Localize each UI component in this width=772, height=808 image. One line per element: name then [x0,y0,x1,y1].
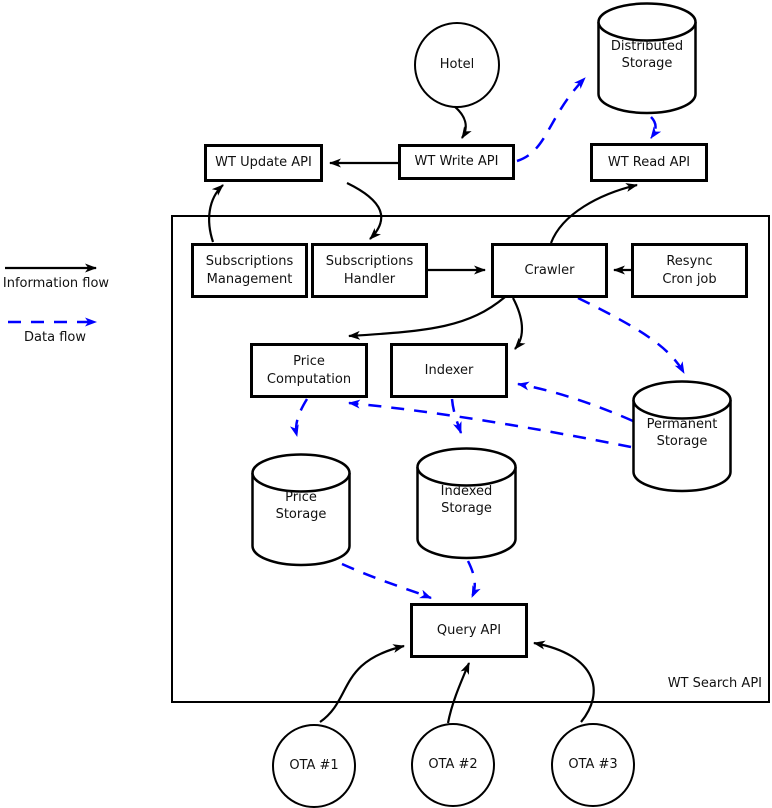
wt-update-api-label: WT Update API [215,155,312,171]
arrow-wt-update-api-to-subscriptions-handler [346,182,383,240]
ota-2-label: OTA #2 [428,757,478,773]
wt-search-api-container: WT Search API [171,215,770,703]
node-wt-write-api: WT Write API [398,144,515,180]
arrow-ota1-to-query-api [319,644,405,723]
node-price-storage: Price Storage [251,453,351,567]
indexed-storage-label: Indexed Storage [440,484,493,517]
price-storage-label: Price Storage [275,490,327,523]
arrow-price-storage-to-query-api [341,562,432,600]
node-wt-update-api: WT Update API [204,144,323,182]
wt-write-api-label: WT Write API [414,154,499,170]
node-wt-read-api: WT Read API [590,143,708,182]
distributed-storage-label: Distributed Storage [610,39,684,72]
arrow-permanent-storage-to-price-computation [348,399,632,449]
arrow-permanent-storage-to-indexer [517,381,634,423]
indexer-label: Indexer [424,362,474,378]
node-query-api: Query API [410,603,528,658]
arrow-indexed-storage-to-query-api [466,560,481,598]
subscriptions-management-label: Subscriptions Management [205,254,294,287]
node-resync-cron-job: Resync Cron job [631,243,748,298]
arrow-distributed-storage-to-wt-read-api [649,116,662,139]
node-subscriptions-management: Subscriptions Management [191,243,308,298]
node-subscriptions-handler: Subscriptions Handler [311,243,428,298]
price-computation-label: Price Computation [266,354,352,387]
wt-read-api-label: WT Read API [607,154,691,170]
ota-1-label: OTA #1 [289,758,339,774]
node-ota-1: OTA #1 [272,724,356,808]
arrow-ota3-to-query-api [533,640,595,723]
cylinder-shape [416,447,517,560]
node-indexer: Indexer [390,343,508,398]
node-permanent-storage: Permanent Storage [632,380,732,493]
container-label: WT Search API [667,676,762,691]
node-hotel: Hotel [414,22,500,108]
arrow-price-computation-to-price-storage [289,398,309,437]
node-distributed-storage: Distributed Storage [597,2,697,115]
ota-3-label: OTA #3 [568,757,618,773]
query-api-label: Query API [436,622,502,638]
legend-data-flow-label: Data flow [24,330,86,345]
cylinder-shape [632,380,732,493]
arrow-hotel-to-wt-write-api [453,105,472,139]
node-crawler: Crawler [491,243,608,298]
cylinder-shape [251,453,351,567]
arrow-crawler-to-price-computation [348,296,506,340]
arrow-crawler-to-permanent-storage [577,296,686,374]
crawler-label: Crawler [524,262,575,278]
node-ota-2: OTA #2 [411,723,495,807]
resync-cron-job-label: Resync Cron job [662,254,717,287]
arrow-ota2-to-query-api [446,662,471,724]
permanent-storage-label: Permanent Storage [646,417,718,450]
hotel-label: Hotel [439,57,475,73]
arrow-crawler-to-indexer [512,297,526,350]
arrow-subscriptions-management-to-wt-update-api [208,184,224,243]
node-price-computation: Price Computation [250,343,368,398]
arrow-wt-write-api-to-distributed-storage [516,77,586,163]
node-ota-3: OTA #3 [551,723,635,807]
arrow-indexer-to-indexed-storage [450,398,463,434]
node-indexed-storage: Indexed Storage [416,447,517,560]
subscriptions-handler-label: Subscriptions Handler [325,254,414,287]
arrow-crawler-to-wt-read-api [549,183,638,244]
legend-information-flow-label: Information flow [2,276,110,291]
cylinder-shape [597,2,697,115]
